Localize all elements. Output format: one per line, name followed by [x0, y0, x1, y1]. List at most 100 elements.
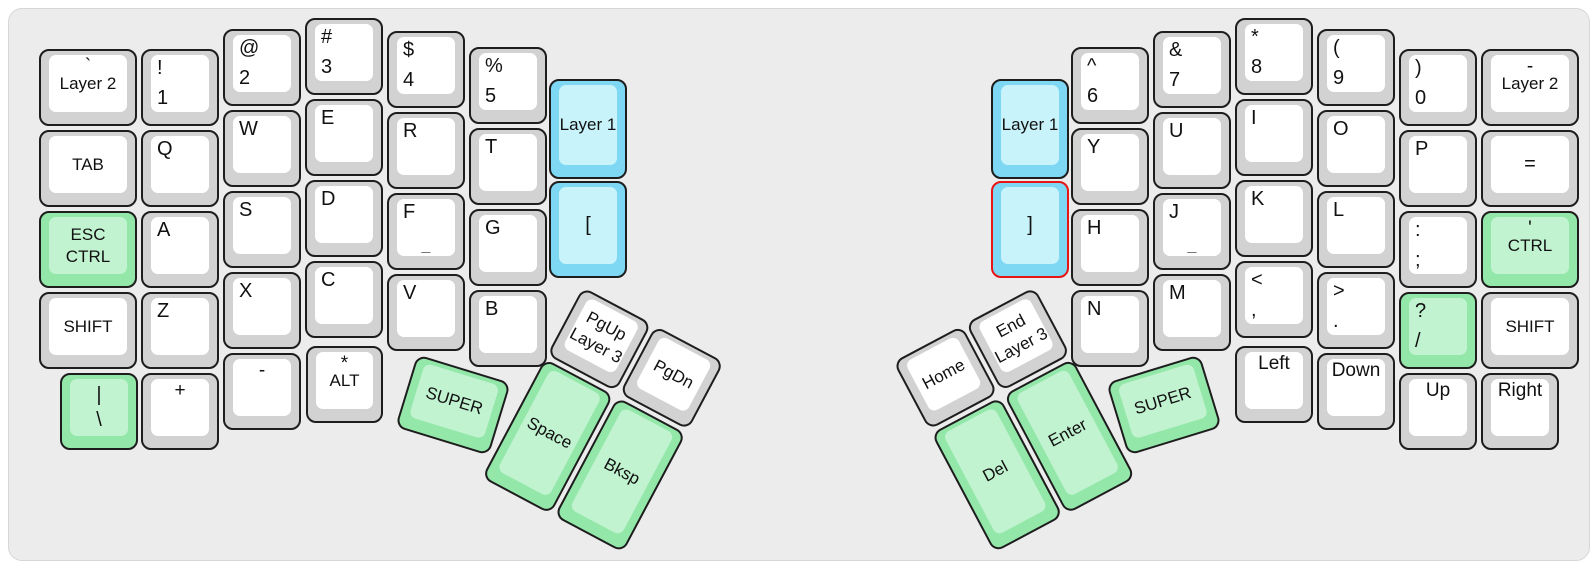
key-b[interactable]: B: [469, 290, 547, 367]
key-l[interactable]: L: [1317, 191, 1395, 268]
key-s[interactable]: S: [223, 191, 301, 268]
key-layer1-left[interactable]: Layer 1: [549, 79, 627, 179]
key-f[interactable]: F_: [387, 193, 465, 270]
key-center-labels: Home: [905, 335, 983, 413]
keycap-top-surface: :;: [1409, 217, 1467, 274]
key-k[interactable]: K: [1235, 180, 1313, 257]
key-o[interactable]: O: [1317, 110, 1395, 187]
key-q[interactable]: Q: [141, 130, 219, 207]
key-p[interactable]: P: [1399, 130, 1477, 207]
key-ctrl-right[interactable]: 'CTRL: [1481, 211, 1579, 288]
keycap-top-surface: <,: [1245, 267, 1303, 324]
key-3[interactable]: #3: [305, 18, 383, 95]
key-close-bracket[interactable]: ]: [991, 181, 1069, 278]
key-equals[interactable]: =: [1481, 130, 1579, 207]
key-arrow-left[interactable]: Left: [1235, 346, 1313, 423]
keycap-top-surface: >.: [1327, 278, 1385, 335]
key-6[interactable]: ^6: [1071, 47, 1149, 124]
keycap-top-surface: A: [151, 217, 209, 274]
key-center-labels: SUPER: [1117, 363, 1208, 439]
key-arrow-up[interactable]: Up: [1399, 373, 1477, 450]
key-i[interactable]: I: [1235, 99, 1313, 176]
key-y[interactable]: Y: [1071, 128, 1149, 205]
key-shift-left[interactable]: SHIFT: [39, 292, 137, 369]
key-d[interactable]: D: [305, 180, 383, 257]
keycap-top-surface: R: [397, 118, 455, 175]
key-0[interactable]: )0: [1399, 49, 1477, 126]
key-comma[interactable]: <,: [1235, 261, 1313, 338]
key-center-label: ESC: [70, 225, 106, 245]
key-a[interactable]: A: [141, 211, 219, 288]
key-minus-left[interactable]: -: [223, 353, 301, 430]
key-center-label: Layer 2: [1501, 73, 1559, 93]
key-1[interactable]: !1: [141, 49, 219, 126]
keycap-top-surface: Left: [1245, 352, 1303, 409]
key-shift-label: M: [1169, 282, 1186, 304]
key-r[interactable]: R: [387, 112, 465, 189]
key-v[interactable]: V: [387, 274, 465, 351]
keycap-top-surface: SHIFT: [49, 298, 127, 355]
key-tab[interactable]: TAB: [39, 130, 137, 207]
key-open-bracket[interactable]: [: [549, 181, 627, 278]
key-2[interactable]: @2: [223, 29, 301, 106]
key-center-label: SUPER: [423, 383, 485, 419]
key-9[interactable]: (9: [1317, 29, 1395, 106]
key-base-label: 6: [1087, 85, 1099, 107]
key-shift-label: :: [1415, 219, 1421, 241]
key-shift-label: K: [1251, 188, 1265, 210]
key-arrow-down[interactable]: Down: [1317, 353, 1395, 430]
key-top-label: Down: [1331, 360, 1381, 381]
key-7[interactable]: &7: [1153, 31, 1231, 108]
key-layer2-left[interactable]: `Layer 2: [39, 49, 137, 126]
key-8[interactable]: *8: [1235, 18, 1313, 95]
key-homing-mark: _: [421, 236, 431, 254]
key-period[interactable]: >.: [1317, 272, 1395, 349]
key-g[interactable]: G: [469, 209, 547, 286]
key-arrow-right[interactable]: Right: [1481, 373, 1559, 450]
keycap-top-surface: 'CTRL: [1491, 217, 1569, 274]
key-u[interactable]: U: [1153, 112, 1231, 189]
key-center-label: SHIFT: [63, 316, 113, 336]
key-question-slash[interactable]: ?/: [1399, 292, 1477, 369]
key-center-labels: TAB: [49, 136, 127, 193]
key-super-right[interactable]: SUPER: [1106, 354, 1222, 456]
key-center-labels: Layer 1: [1001, 85, 1059, 165]
key-center-labels: [: [559, 187, 617, 264]
key-n[interactable]: N: [1071, 290, 1149, 367]
key-alt[interactable]: *ALT: [306, 346, 383, 423]
key-super-left[interactable]: SUPER: [395, 354, 511, 456]
key-center-label: TAB: [72, 154, 104, 174]
keycap-top-surface: B: [479, 296, 537, 353]
key-shift-label: Y: [1087, 136, 1101, 158]
key-shift-label: >: [1333, 280, 1345, 302]
key-top-label: `: [84, 56, 92, 77]
keycap-top-surface: *ALT: [316, 352, 373, 409]
key-h[interactable]: H: [1071, 209, 1149, 286]
key-z[interactable]: Z: [141, 292, 219, 369]
key-center-label: Layer 2: [59, 73, 117, 93]
key-layer2-right[interactable]: -Layer 2: [1481, 49, 1579, 126]
key-5[interactable]: %5: [469, 47, 547, 124]
key-c[interactable]: C: [305, 261, 383, 338]
key-x[interactable]: X: [223, 272, 301, 349]
key-t[interactable]: T: [469, 128, 547, 205]
key-e[interactable]: E: [305, 99, 383, 176]
key-center-label: Layer 1: [1001, 115, 1059, 135]
key-w[interactable]: W: [223, 110, 301, 187]
keycap-top-surface: Layer 1: [559, 85, 617, 165]
keycap-top-surface: D: [315, 186, 373, 243]
key-4[interactable]: $4: [387, 31, 465, 108]
key-base-label: 1: [157, 87, 169, 109]
keycap-top-surface: ?/: [1409, 298, 1467, 355]
key-shift-label: T: [485, 136, 498, 158]
key-center-label: Del: [979, 456, 1011, 486]
key-shift-right[interactable]: SHIFT: [1481, 292, 1579, 369]
key-j[interactable]: J_: [1153, 193, 1231, 270]
key-m[interactable]: M: [1153, 274, 1231, 351]
key-pipe-backslash[interactable]: |\: [60, 373, 138, 450]
key-plus[interactable]: +: [141, 373, 219, 450]
key-semicolon[interactable]: :;: [1399, 211, 1477, 288]
key-layer1-right[interactable]: Layer 1: [991, 79, 1069, 179]
